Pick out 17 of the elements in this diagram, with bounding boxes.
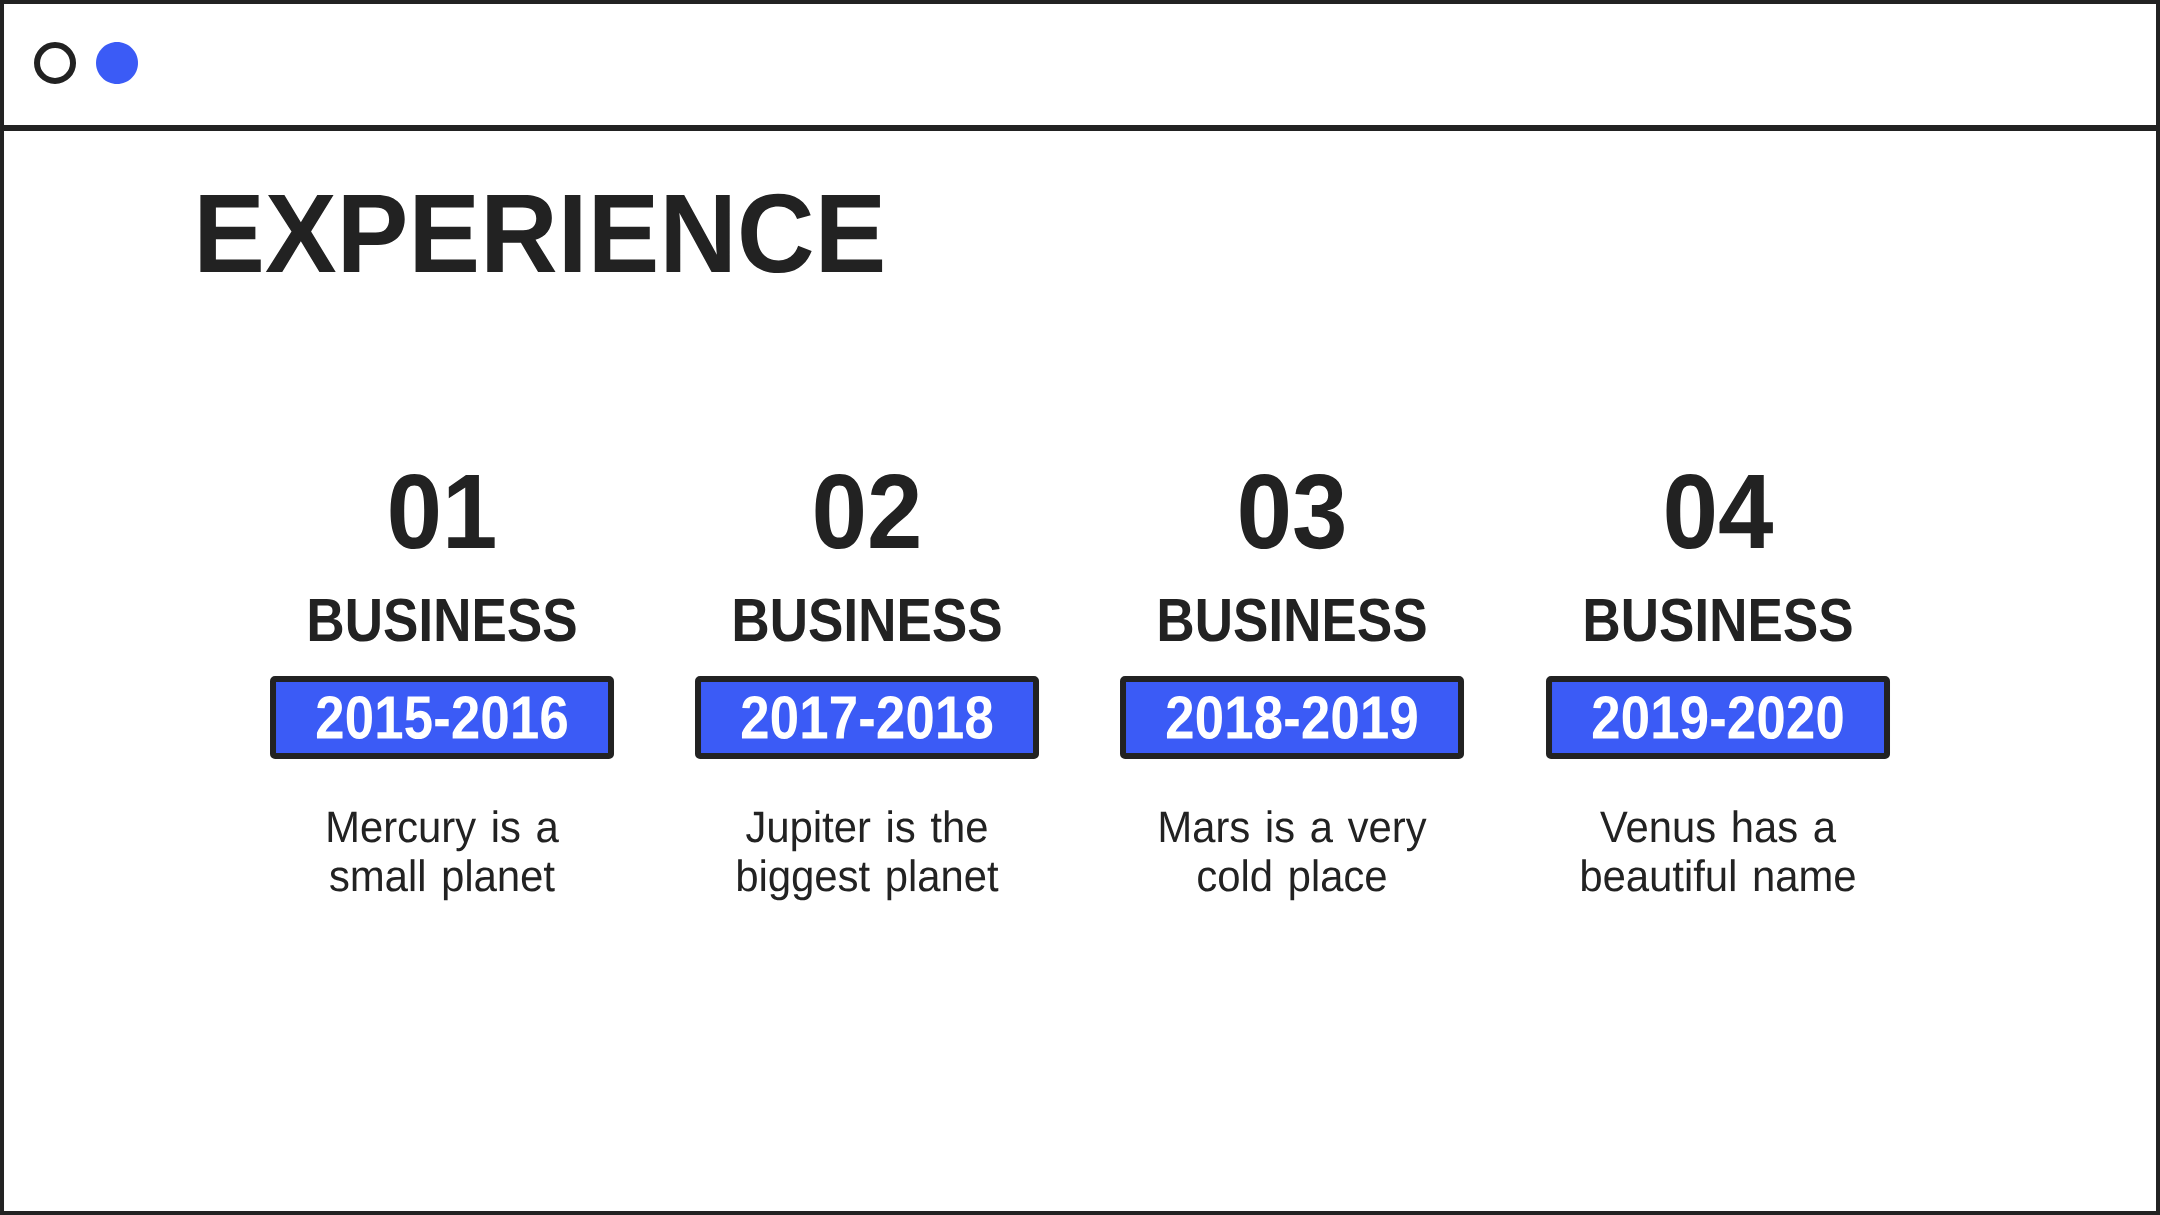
role-heading: BUSINESS (1585, 598, 1852, 642)
date-box: 2017-2018 (695, 676, 1039, 759)
description: Venus has a beautiful name (1582, 810, 1855, 892)
description: Mars is a very cold place (1160, 810, 1427, 901)
date-box: 2015-2016 (270, 676, 614, 759)
role-heading: BUSINESS (1159, 598, 1426, 642)
step-number: 01 (390, 474, 495, 550)
role-heading: BUSINESS (734, 598, 1001, 642)
date-box: 2018-2019 (1120, 676, 1464, 759)
heading: EXPERIENCE (200, 193, 883, 274)
description: Mercury is a small planet (328, 810, 559, 901)
date-box: 2019-2020 (1546, 676, 1890, 759)
step-number: 03 (1240, 474, 1344, 550)
role-heading: BUSINESS (309, 598, 576, 642)
description: Jupiter is the biggest planet (738, 810, 999, 901)
step-number: 02 (815, 474, 919, 550)
step-number: 04 (1666, 474, 1773, 550)
